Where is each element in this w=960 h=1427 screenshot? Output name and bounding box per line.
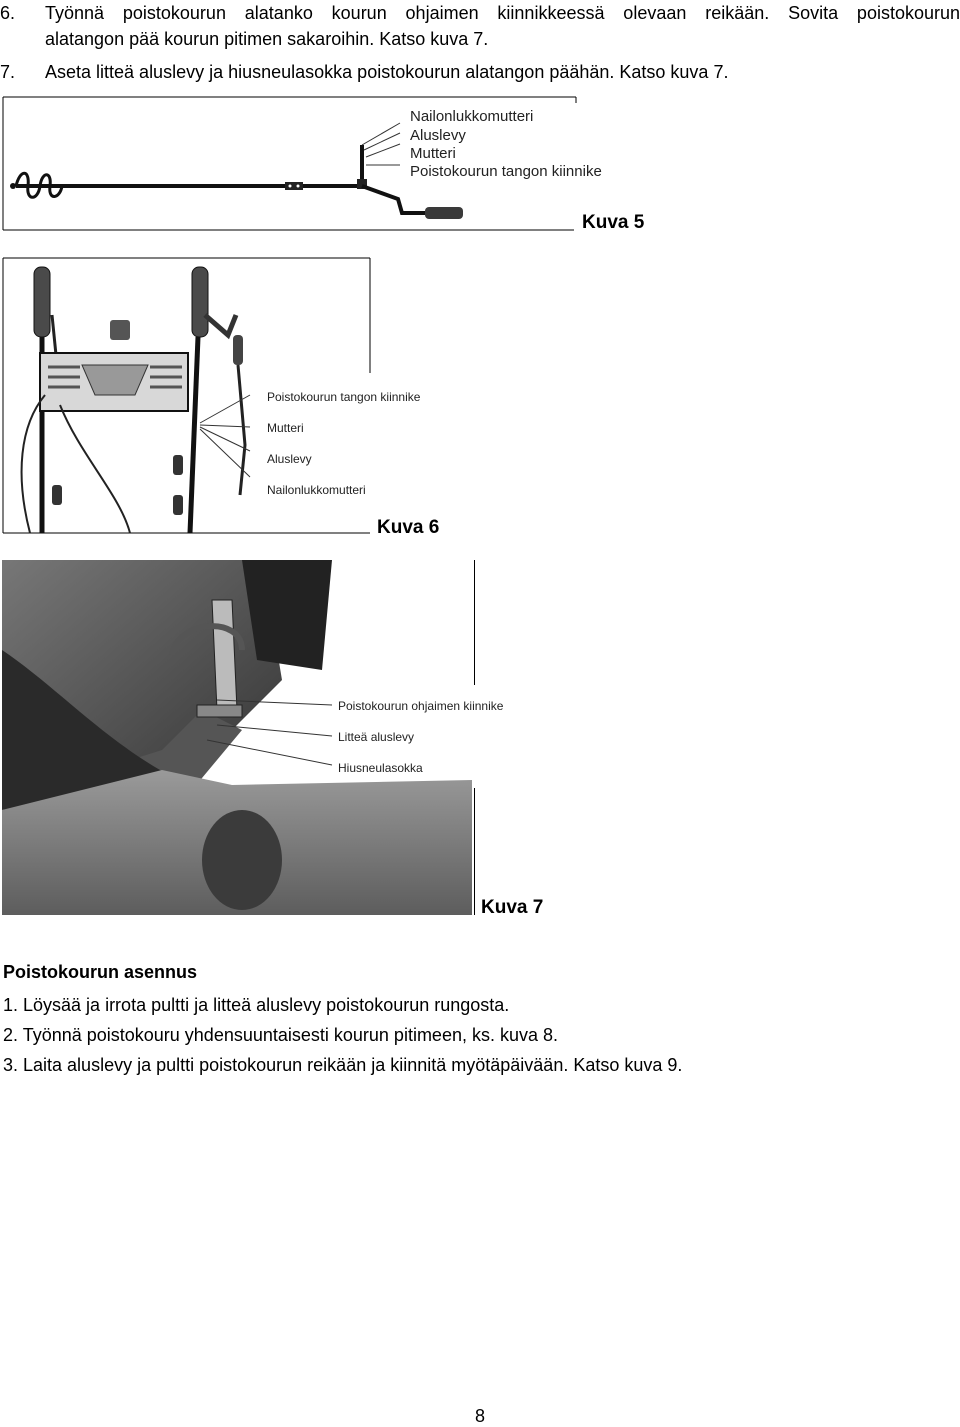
list-item: 1. Löysää ja irrota pultti ja litteä alu…	[3, 995, 510, 1015]
step-number: 6.	[0, 3, 16, 23]
section-heading: Poistokourun asennus	[3, 962, 198, 982]
callout-label: Mutteri	[410, 145, 456, 162]
figure-5: Nailonlukkomutteri Aluslevy Mutteri Pois…	[0, 95, 644, 240]
callout-label: Aluslevy	[267, 452, 312, 466]
callout-label: Litteä aluslevy	[338, 730, 415, 744]
callout-label: Poistokourun tangon kiinnike	[267, 390, 421, 404]
figure-frame-line	[474, 560, 475, 685]
list-item: 3. Laita aluslevy ja pultti poistokourun…	[3, 1055, 683, 1075]
step-text-line2: alatangon pää kourun pitimen sakaroihin.…	[45, 29, 489, 49]
figure-6: Poistokourun tangon kiinnike Mutteri Alu…	[0, 255, 460, 545]
callout-label: Poistokourun tangon kiinnike	[410, 163, 602, 180]
callout-label: Mutteri	[267, 421, 304, 435]
figure-caption: Kuva 6	[377, 517, 440, 538]
chute-rod-illustration	[2, 96, 577, 231]
step-text-line1: Aseta litteä aluslevy ja hiusneulasokka …	[45, 62, 729, 82]
callout-label: Nailonlukkomutteri	[410, 108, 534, 125]
figure-caption: Kuva 5	[582, 212, 645, 233]
figure-7: Poistokourun ohjaimen kiinnike Litteä al…	[0, 560, 560, 925]
handlebar-illustration	[2, 257, 371, 534]
callout-label: Hiusneulasokka	[338, 761, 423, 775]
step-number: 7.	[0, 62, 16, 82]
figure-frame-line	[474, 788, 475, 915]
figure-caption: Kuva 7	[481, 897, 544, 918]
callout-label: Aluslevy	[410, 127, 466, 144]
callout-label: Poistokourun ohjaimen kiinnike	[338, 699, 504, 713]
chute-guide-photo	[2, 560, 477, 915]
step-text-line1: Työnnä poistokourun alatanko kourun ohja…	[45, 3, 960, 23]
callout-label: Nailonlukkomutteri	[267, 483, 366, 497]
page-number: 8	[475, 1406, 486, 1426]
list-item: 2. Työnnä poistokouru yhdensuuntaisesti …	[3, 1025, 559, 1045]
